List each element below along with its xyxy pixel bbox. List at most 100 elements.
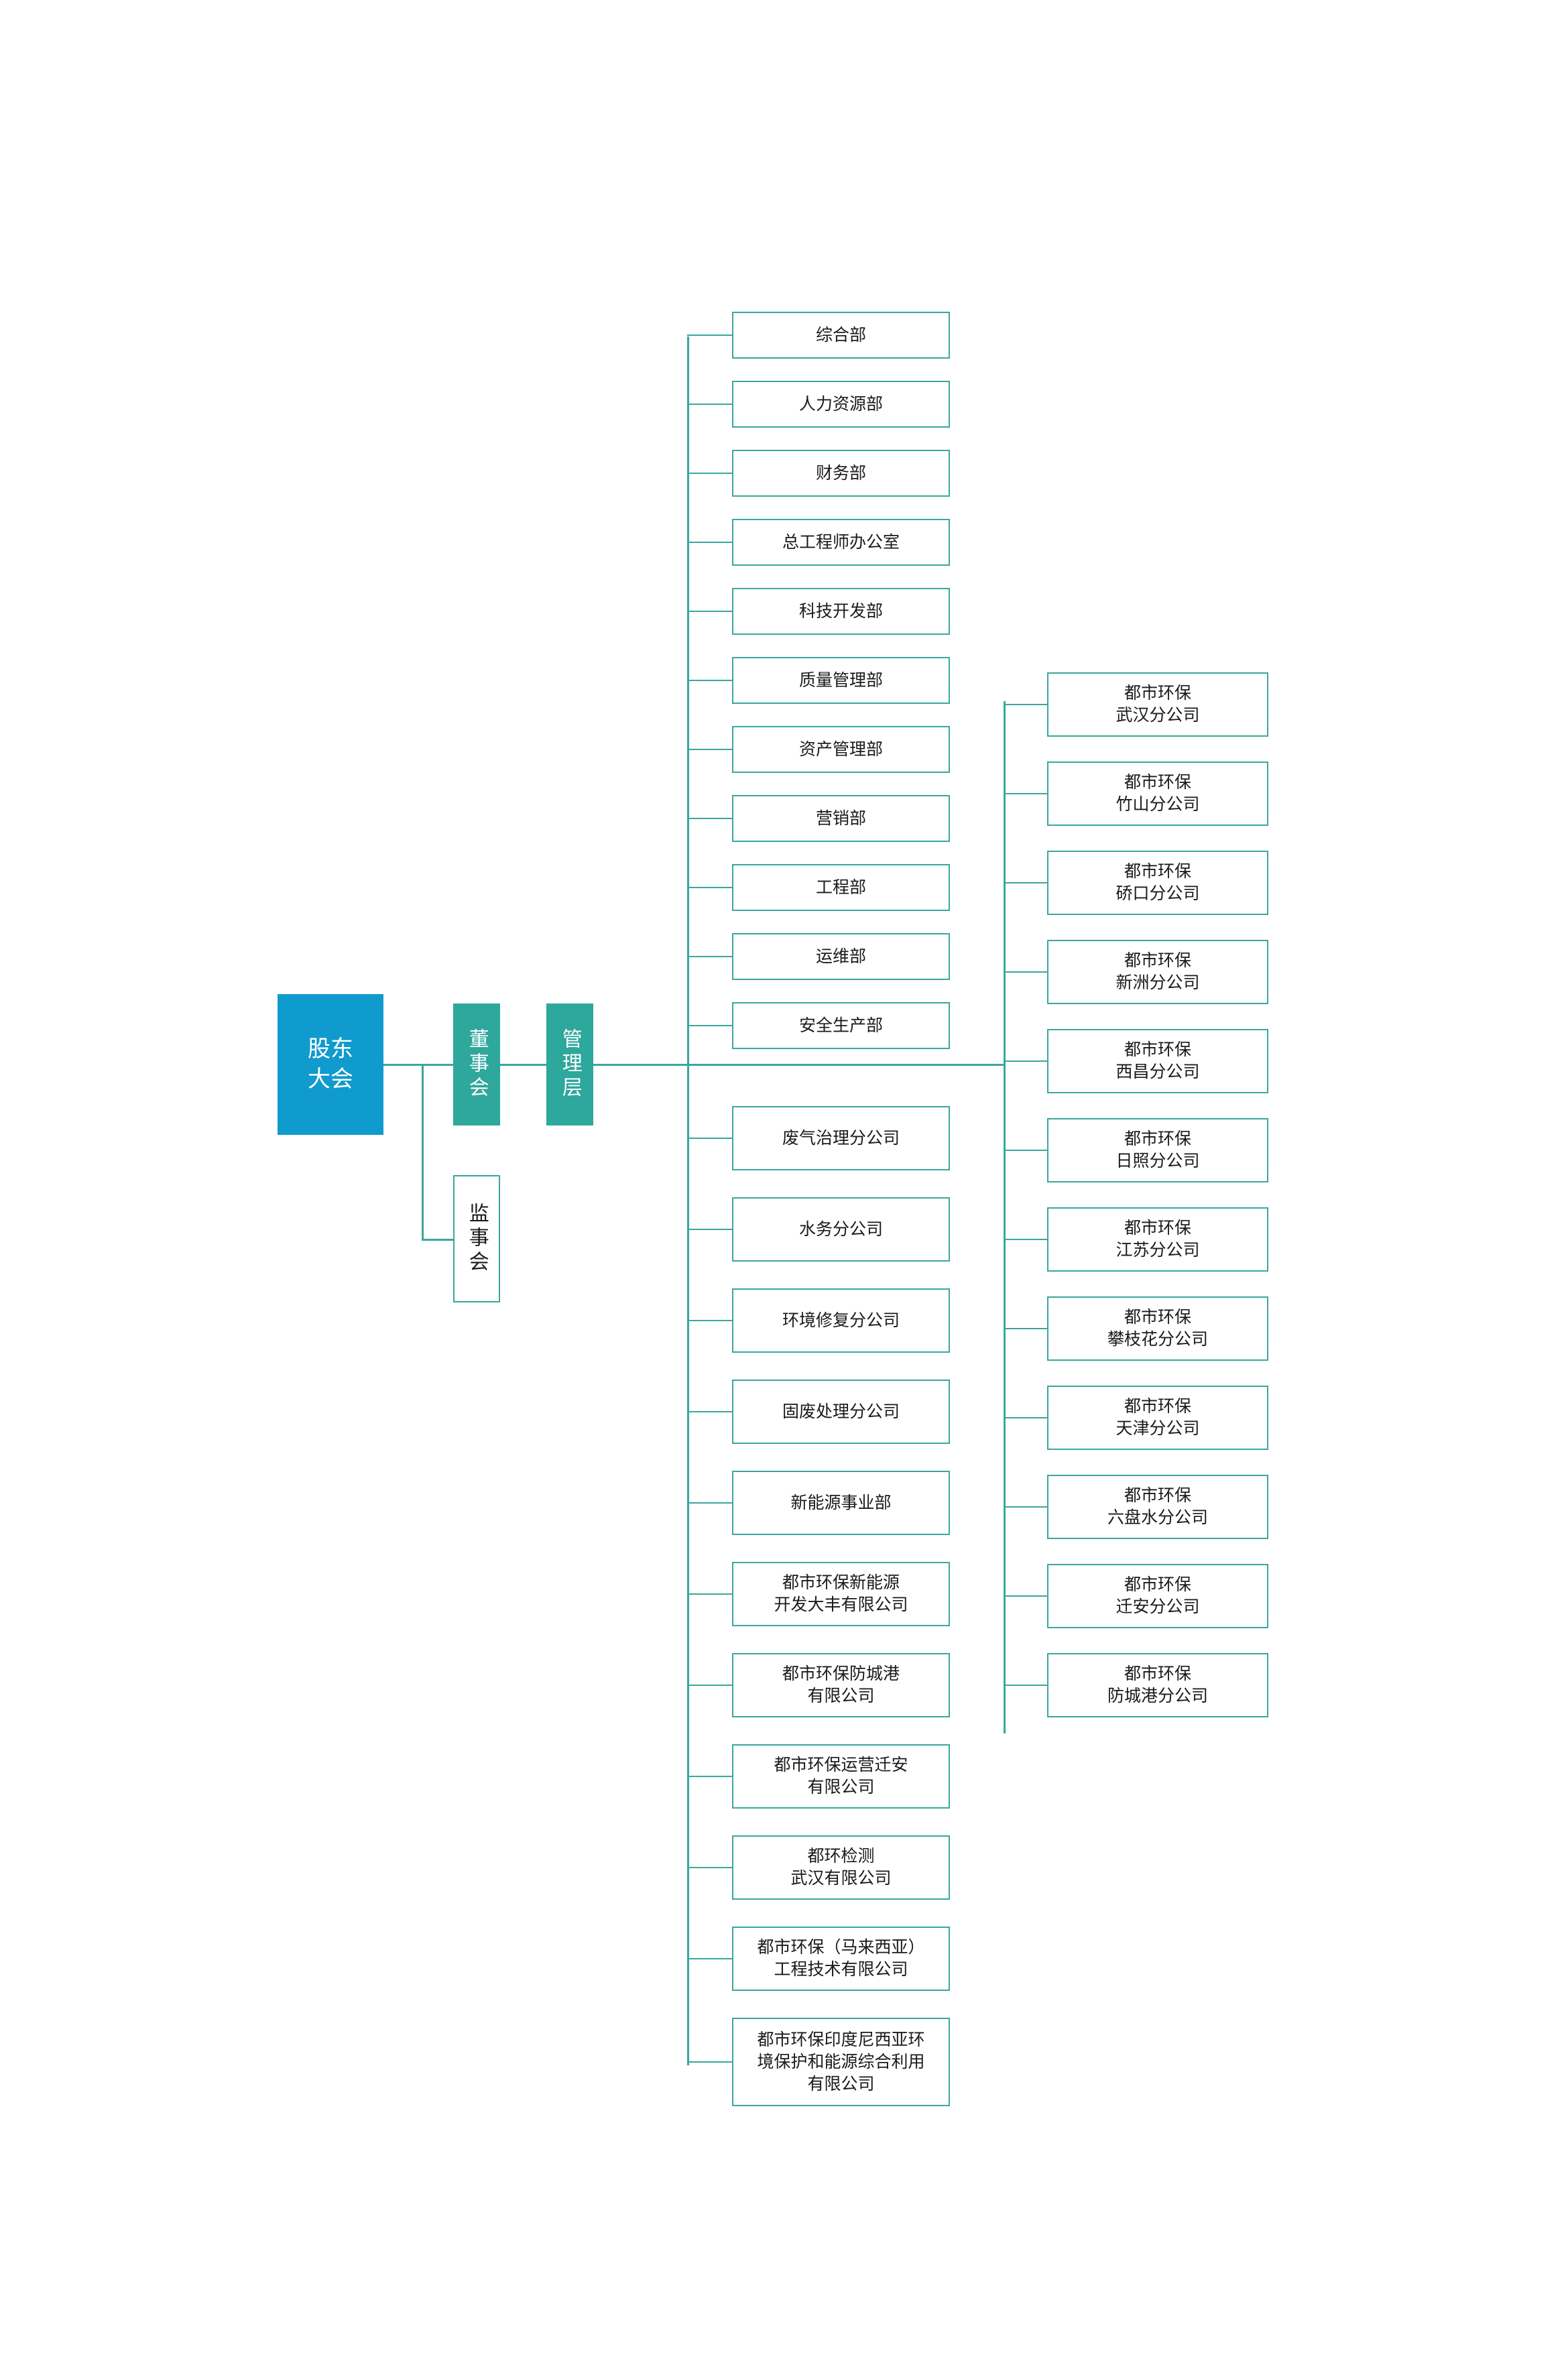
node-branch-7-label: 都市环保 攀枝花分公司 [1107,1308,1208,1349]
node-branch-6-label: 都市环保 江苏分公司 [1115,1219,1200,1260]
node-department-0-label: 综合部 [815,325,866,345]
node-business-unit-1[interactable]: 水务分公司 [732,1197,950,1262]
connector-department-7 [687,817,732,820]
node-department-0[interactable]: 综合部 [732,312,950,359]
node-branch-9-label: 都市环保 六盘水分公司 [1107,1486,1208,1527]
connector-department-0 [687,334,732,337]
node-business-unit-8[interactable]: 都环检测 武汉有限公司 [732,1835,950,1900]
connector-business-unit-10 [687,2061,732,2063]
connector-to-supervisory [422,1239,453,1241]
node-business-unit-8-label: 都环检测 武汉有限公司 [790,1847,892,1888]
connector-business-unit-2 [687,1319,732,1322]
node-department-5-label: 质量管理部 [798,670,883,690]
node-supervisory-board-label: 监事会 [465,1203,488,1275]
node-branch-5[interactable]: 都市环保 日照分公司 [1047,1118,1268,1182]
node-business-unit-6[interactable]: 都市环保防城港 有限公司 [732,1653,950,1717]
connector-department-2 [687,472,732,475]
node-branch-11[interactable]: 都市环保 防城港分公司 [1047,1653,1268,1717]
node-business-unit-10-label: 都市环保印度尼西亚环 境保护和能源综合利用 有限公司 [757,2030,925,2093]
connector-department-1 [687,403,732,406]
connector-branch-10 [1004,1595,1047,1597]
node-branch-1-label: 都市环保 竹山分公司 [1115,773,1200,814]
node-branch-4[interactable]: 都市环保 西昌分公司 [1047,1029,1268,1093]
node-branch-3-label: 都市环保 新洲分公司 [1115,951,1200,992]
connector-business-unit-4 [687,1502,732,1504]
node-board-of-directors[interactable]: 董事会 [453,1003,500,1125]
node-business-unit-3-label: 固废处理分公司 [782,1402,900,1421]
node-department-1[interactable]: 人力资源部 [732,381,950,428]
connector-department-4 [687,610,732,613]
node-branch-0[interactable]: 都市环保 武汉分公司 [1047,672,1268,737]
node-branch-4-label: 都市环保 西昌分公司 [1115,1040,1200,1081]
node-branch-6[interactable]: 都市环保 江苏分公司 [1047,1207,1268,1272]
connector-business-unit-0 [687,1137,732,1140]
node-business-unit-9-label: 都市环保（马来西亚） 工程技术有限公司 [757,1938,925,1979]
middle-spine [687,337,689,2065]
connector-branch-3 [1004,971,1047,973]
connector-branch-9 [1004,1506,1047,1508]
node-business-unit-6-label: 都市环保防城港 有限公司 [782,1664,900,1705]
node-department-3-label: 总工程师办公室 [782,532,900,552]
node-branch-9[interactable]: 都市环保 六盘水分公司 [1047,1475,1268,1539]
node-business-unit-5[interactable]: 都市环保新能源 开发大丰有限公司 [732,1562,950,1626]
node-department-1-label: 人力资源部 [798,394,883,414]
node-department-2-label: 财务部 [815,463,866,483]
node-branch-2-label: 都市环保 硚口分公司 [1115,862,1200,903]
connector-department-5 [687,679,732,682]
node-business-unit-7[interactable]: 都市环保运营迁安 有限公司 [732,1744,950,1809]
node-department-7[interactable]: 营销部 [732,795,950,842]
connector-management-to-branch-spine [688,1064,1005,1066]
node-department-10-label: 安全生产部 [798,1016,883,1035]
node-branch-5-label: 都市环保 日照分公司 [1115,1130,1200,1170]
connector-business-unit-5 [687,1593,732,1595]
connector-department-3 [687,541,732,544]
connector-department-6 [687,748,732,751]
node-branch-10[interactable]: 都市环保 迁安分公司 [1047,1564,1268,1628]
node-business-unit-0-label: 废气治理分公司 [782,1128,900,1148]
node-branch-8[interactable]: 都市环保 天津分公司 [1047,1386,1268,1450]
node-department-10[interactable]: 安全生产部 [732,1002,950,1049]
node-branch-10-label: 都市环保 迁安分公司 [1115,1575,1200,1616]
connector-branch-7 [1004,1327,1047,1330]
node-department-6[interactable]: 资产管理部 [732,726,950,773]
branch-spine [1004,701,1006,1733]
connector-branch-11 [1004,1684,1047,1687]
node-branch-7[interactable]: 都市环保 攀枝花分公司 [1047,1296,1268,1361]
node-management-layer[interactable]: 管理层 [546,1003,593,1125]
connector-department-10 [687,1024,732,1027]
connector-branch-0 [1004,703,1047,706]
connector-business-unit-6 [687,1684,732,1687]
node-business-unit-1-label: 水务分公司 [798,1219,883,1239]
node-branch-1[interactable]: 都市环保 竹山分公司 [1047,762,1268,826]
node-department-4[interactable]: 科技开发部 [732,588,950,635]
node-business-unit-7-label: 都市环保运营迁安 有限公司 [774,1756,908,1797]
node-branch-11-label: 都市环保 防城港分公司 [1107,1664,1208,1705]
node-department-5[interactable]: 质量管理部 [732,657,950,704]
node-management-layer-label: 管理层 [558,1028,581,1101]
node-business-unit-9[interactable]: 都市环保（马来西亚） 工程技术有限公司 [732,1927,950,1991]
node-shareholders-meeting[interactable]: 股东 大会 [278,994,383,1135]
node-branch-2[interactable]: 都市环保 硚口分公司 [1047,851,1268,915]
connector-business-unit-9 [687,1957,732,1960]
node-department-8[interactable]: 工程部 [732,864,950,911]
connector-department-9 [687,955,732,958]
node-supervisory-board[interactable]: 监事会 [453,1175,500,1302]
node-department-9-label: 运维部 [815,947,866,966]
node-department-7-label: 营销部 [815,808,866,828]
node-department-9[interactable]: 运维部 [732,933,950,980]
connector-branch-6 [1004,1238,1047,1241]
node-business-unit-3[interactable]: 固废处理分公司 [732,1380,950,1444]
node-business-unit-2[interactable]: 环境修复分公司 [732,1288,950,1353]
connector-branch-2 [1004,881,1047,884]
connector-management-to-middle-spine [593,1064,688,1066]
node-business-unit-4[interactable]: 新能源事业部 [732,1471,950,1535]
node-board-of-directors-label: 董事会 [465,1028,488,1101]
node-department-3[interactable]: 总工程师办公室 [732,519,950,566]
node-business-unit-0[interactable]: 废气治理分公司 [732,1106,950,1170]
node-branch-3[interactable]: 都市环保 新洲分公司 [1047,940,1268,1004]
node-business-unit-10[interactable]: 都市环保印度尼西亚环 境保护和能源综合利用 有限公司 [732,2018,950,2106]
connector-branch-4 [1004,1060,1047,1062]
node-department-2[interactable]: 财务部 [732,450,950,497]
connector-business-unit-7 [687,1775,732,1778]
